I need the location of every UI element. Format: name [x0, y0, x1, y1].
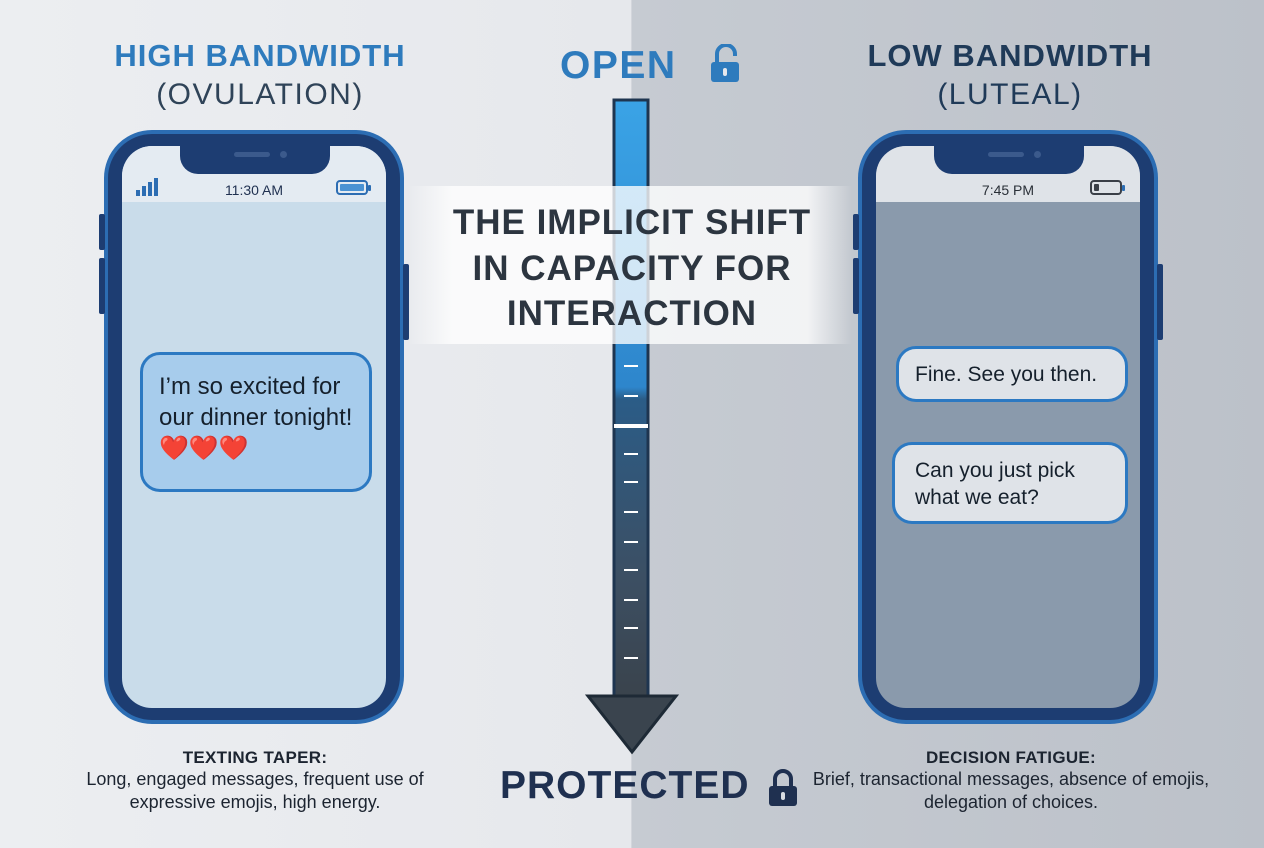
- right-heading: LOW BANDWIDTH (LUTEAL): [840, 38, 1180, 112]
- phone-side-button: [99, 214, 105, 250]
- phone-side-button: [99, 258, 105, 314]
- left-message-text: I’m so excited for our dinner tonight! ❤…: [159, 373, 353, 463]
- phone-side-button: [403, 264, 409, 340]
- protected-text: PROTECTED: [500, 764, 750, 807]
- battery-fill: [1094, 184, 1099, 191]
- arrow-head: [584, 694, 680, 755]
- left-phone-screen: 11:30 AM I’m so excited for our dinner t…: [122, 146, 386, 708]
- right-message-bubble-1: Fine. See you then.: [896, 346, 1128, 402]
- phone-side-button: [853, 258, 859, 314]
- scale-ticks: [624, 365, 638, 659]
- left-title: HIGH BANDWIDTH: [114, 38, 406, 73]
- right-caption-title: DECISION FATIGUE:: [925, 748, 1097, 767]
- left-caption-title: TEXTING TAPER:: [182, 748, 328, 767]
- locked-padlock-icon: [769, 769, 797, 806]
- right-message-text-1: Fine. See you then.: [915, 363, 1098, 386]
- signal-icon: [136, 178, 158, 196]
- battery-low-icon: [1090, 180, 1125, 195]
- right-title: LOW BANDWIDTH: [867, 38, 1153, 73]
- right-caption: DECISION FATIGUE: Brief, transactional m…: [801, 748, 1221, 813]
- left-heading: HIGH BANDWIDTH (OVULATION): [90, 38, 430, 112]
- left-subtitle: (OVULATION): [156, 78, 364, 111]
- open-text: OPEN: [560, 44, 677, 87]
- phone-notch: [180, 146, 330, 174]
- right-caption-body: Brief, transactional messages, absence o…: [812, 769, 1210, 812]
- right-phone: 7:45 PM Fine. See you then. Can you just…: [853, 130, 1163, 724]
- left-status-bar: 11:30 AM: [122, 146, 386, 202]
- left-caption-body: Long, engaged messages, frequent use of …: [86, 769, 424, 812]
- battery-full-icon: [336, 180, 371, 195]
- right-subtitle: (LUTEAL): [937, 78, 1083, 111]
- right-status-bar: 7:45 PM: [876, 146, 1140, 202]
- protected-label: PROTECTED: [500, 764, 820, 812]
- phone-side-button: [853, 214, 859, 250]
- right-message-text-2: Can you just pick what we eat?: [915, 459, 1075, 510]
- left-caption: TEXTING TAPER: Long, engaged messages, f…: [45, 748, 465, 813]
- left-phone: 11:30 AM I’m so excited for our dinner t…: [99, 130, 409, 724]
- battery-fill: [340, 184, 364, 191]
- right-message-bubble-2: Can you just pick what we eat?: [892, 442, 1128, 524]
- banner-backdrop: [408, 186, 852, 344]
- open-label: OPEN: [560, 44, 760, 88]
- phone-notch: [934, 146, 1084, 174]
- right-phone-screen: 7:45 PM Fine. See you then. Can you just…: [876, 146, 1140, 708]
- left-clock: 11:30 AM: [224, 182, 284, 198]
- unlocked-padlock-icon: [711, 44, 739, 82]
- right-clock: 7:45 PM: [981, 182, 1035, 198]
- phone-side-button: [1157, 264, 1163, 340]
- left-message-bubble: I’m so excited for our dinner tonight! ❤…: [140, 352, 372, 492]
- banner-title: THE IMPLICIT SHIFT IN CAPACITY FOR INTER…: [452, 203, 812, 333]
